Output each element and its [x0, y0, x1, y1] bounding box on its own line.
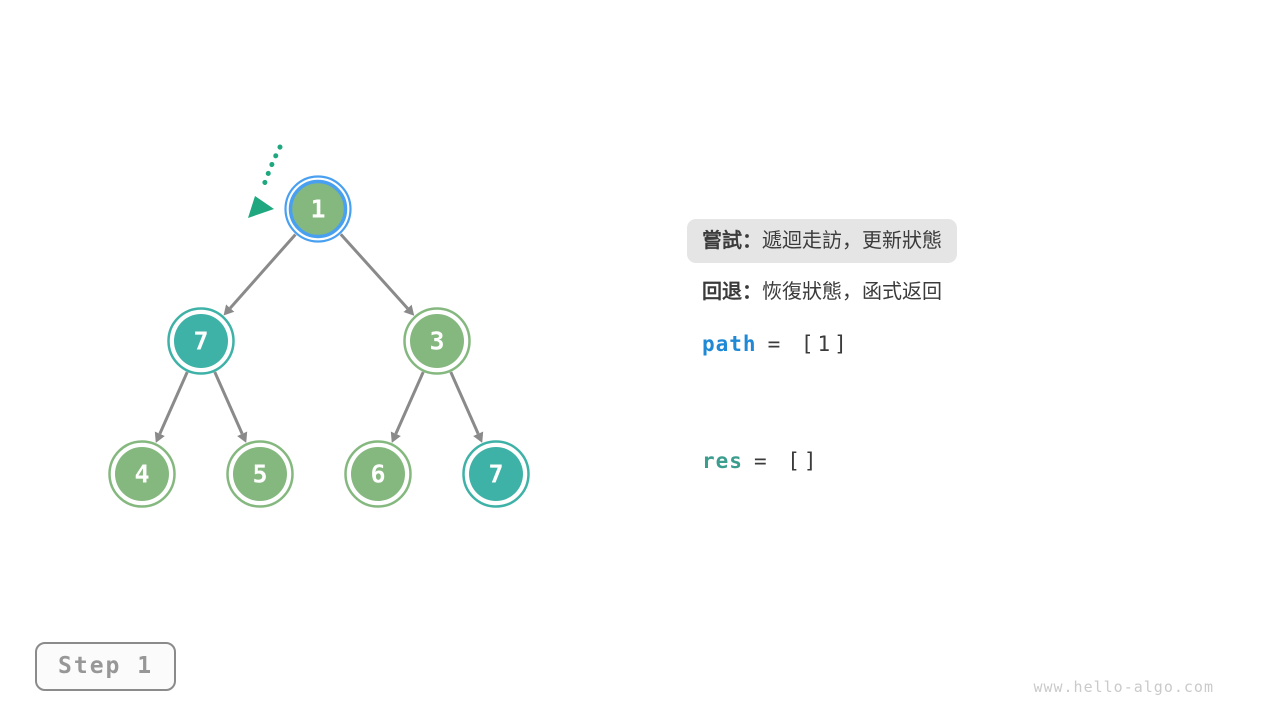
tree-edge-n3-n7r [449, 371, 484, 443]
traversal-pointer-arrowhead-icon [248, 196, 274, 218]
tree-nodes: 1 7 3 4 5 6 7 [108, 175, 530, 508]
legend-backtrack: 回退：恢復狀態，函式返回 [702, 270, 942, 314]
tree-node-1-current: 1 [284, 175, 352, 243]
tree-node-6: 6 [344, 440, 412, 508]
node-label: 3 [429, 327, 444, 356]
variable-path: path = [1] [702, 322, 851, 366]
tree-edge-n1-n3 [339, 233, 415, 316]
tree-edges [154, 233, 484, 443]
watermark: www.hello-algo.com [1033, 678, 1214, 696]
variable-path-name: path [702, 332, 757, 356]
node-outer-ring [108, 440, 176, 508]
node-outer-ring [344, 440, 412, 508]
node-disc [115, 447, 169, 501]
traversal-pointer-arrow [259, 144, 283, 194]
node-disc [288, 179, 348, 239]
node-outer-ring [462, 440, 530, 508]
tree-node-4: 4 [108, 440, 176, 508]
node-disc [351, 447, 405, 501]
node-outer-ring [167, 307, 235, 375]
legend-try-text: 遞迴走訪，更新狀態 [762, 230, 942, 252]
tree-edge-n7l-n5 [213, 371, 248, 443]
node-outer-ring [226, 440, 294, 508]
node-label: 4 [134, 460, 149, 489]
tree-edge-n7l-n4 [154, 371, 189, 443]
node-label: 1 [310, 195, 325, 224]
node-outer-ring [284, 175, 352, 243]
variable-res-name: res [702, 449, 743, 473]
tree-svg: 1 7 3 4 5 6 7 [108, 144, 530, 508]
variable-res-value: = [] [753, 449, 821, 473]
legend-try-label: 嘗試： [702, 230, 762, 252]
legend-try: 嘗試：遞迴走訪，更新狀態 [687, 219, 957, 263]
node-outer-ring [403, 307, 471, 375]
variable-path-value: = [1] [767, 332, 851, 356]
legend-backtrack-label: 回退： [702, 281, 762, 303]
tree-node-5: 5 [226, 440, 294, 508]
node-label: 7 [488, 460, 503, 489]
node-label: 5 [252, 460, 267, 489]
node-disc [410, 314, 464, 368]
node-label: 7 [193, 327, 208, 356]
tree-node-3: 3 [403, 307, 471, 375]
tree-edge-n1-n7l [223, 233, 297, 316]
node-disc [174, 314, 228, 368]
node-disc [469, 447, 523, 501]
variable-res: res = [] [702, 439, 821, 483]
tree-node-7: 7 [462, 440, 530, 508]
step-badge: Step 1 [35, 642, 177, 691]
tree-edge-n3-n6 [390, 371, 425, 443]
node-label: 6 [370, 460, 385, 489]
node-disc [233, 447, 287, 501]
tree-node-7: 7 [167, 307, 235, 375]
legend-backtrack-text: 恢復狀態，函式返回 [762, 281, 942, 303]
